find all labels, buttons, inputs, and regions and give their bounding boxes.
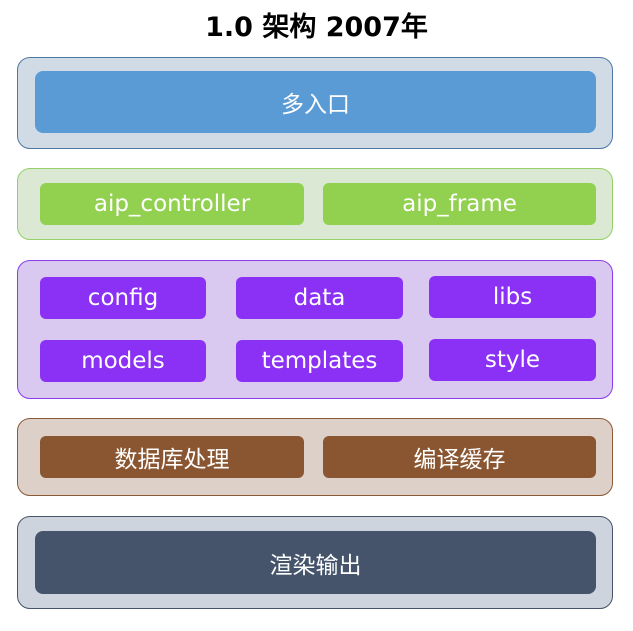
- entry-layer: 多入口: [17, 57, 613, 149]
- aip-frame-box: aip_frame: [323, 183, 596, 225]
- entry-box: 多入口: [35, 71, 596, 133]
- database-processing-box: 数据库处理: [40, 436, 304, 478]
- config-box: config: [40, 277, 206, 319]
- style-box: style: [429, 339, 596, 381]
- render-output-box: 渲染输出: [35, 531, 596, 594]
- processing-layer: 数据库处理 编译缓存: [17, 418, 613, 496]
- libs-box: libs: [429, 276, 596, 318]
- compile-cache-box: 编译缓存: [323, 436, 596, 478]
- aip-controller-box: aip_controller: [40, 183, 304, 225]
- framework-layer: aip_controller aip_frame: [17, 168, 613, 240]
- data-box: data: [236, 277, 403, 319]
- models-box: models: [40, 340, 206, 382]
- templates-box: templates: [236, 340, 403, 382]
- output-layer: 渲染输出: [17, 516, 613, 609]
- diagram-title: 1.0 架构 2007年: [205, 12, 428, 43]
- modules-layer: config data libs models templates style: [17, 260, 613, 399]
